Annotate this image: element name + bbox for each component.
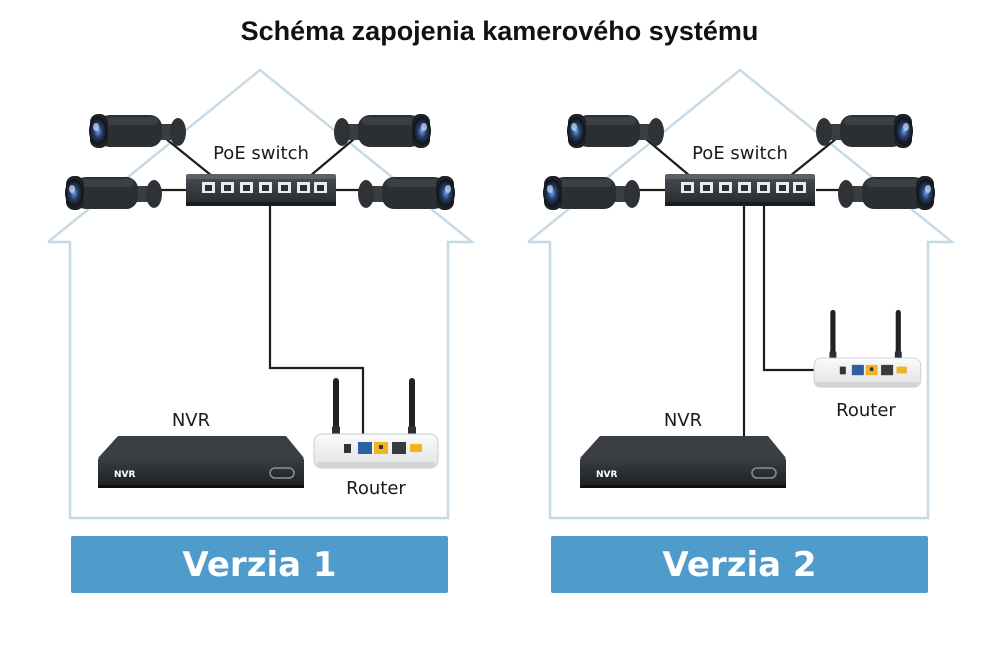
- house-outline-1: [47, 68, 476, 520]
- nvr-badge: NVR: [596, 470, 617, 480]
- nvr-label: NVR: [172, 410, 210, 431]
- diagram-title: Schéma zapojenia kamerového systému: [240, 16, 759, 46]
- nvr-label: NVR: [664, 410, 702, 431]
- switch-router-cable-1: [268, 206, 365, 440]
- variant-2: PoE switch NVR NVR Router: [527, 68, 956, 520]
- nvr-icon: NVR: [97, 435, 305, 489]
- house-outline-2: [527, 68, 956, 520]
- camera-icon: [358, 176, 455, 210]
- poe-switch-icon: [186, 174, 336, 206]
- poe-switch-label: PoE switch: [213, 143, 309, 164]
- version-1-banner-label: Verzia 1: [182, 544, 337, 585]
- camera-icon: [543, 176, 640, 210]
- switch-router-cable-2: [762, 206, 818, 372]
- poe-switch-label: PoE switch: [692, 143, 788, 164]
- version-2-banner: Verzia 2: [551, 536, 928, 593]
- version-1-banner: Verzia 1: [71, 536, 448, 593]
- camera-icon: [65, 176, 162, 210]
- variant-1: PoE switch NVR NVR Router: [47, 68, 476, 520]
- camera-icon: [838, 176, 935, 210]
- version-2-banner-label: Verzia 2: [662, 544, 817, 585]
- nvr-icon: NVR: [579, 435, 787, 489]
- router-icon: [313, 378, 439, 469]
- nvr-badge: NVR: [114, 470, 135, 480]
- poe-switch-icon: [665, 174, 815, 206]
- router-label: Router: [836, 400, 896, 421]
- router-icon: [813, 309, 922, 388]
- router-label: Router: [346, 478, 406, 499]
